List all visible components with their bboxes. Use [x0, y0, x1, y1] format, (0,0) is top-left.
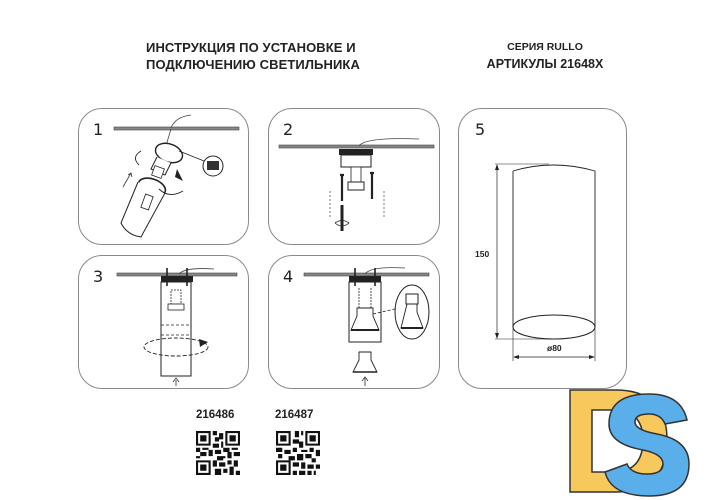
step-number: 2 — [283, 120, 294, 139]
qr-code-icon — [276, 431, 320, 475]
step-number: 5 — [475, 120, 486, 139]
dimensions-drawing — [495, 163, 596, 361]
step-3-illustration — [116, 268, 238, 386]
step-1-panel: 1 — [78, 108, 249, 245]
article-numbers: АРТИКУЛЫ 21648X — [486, 57, 604, 71]
step-1-illustration — [113, 114, 240, 238]
title-line-2: ПОДКЛЮЧЕНИЮ СВЕТИЛЬНИКА — [146, 57, 360, 72]
height-dimension: 150 — [475, 249, 490, 259]
ds-logo — [569, 389, 690, 497]
title-line-1: ИНСТРУКЦИЯ ПО УСТАНОВКЕ И — [146, 40, 356, 55]
diameter-dimension: ø80 — [547, 343, 562, 353]
step-5-panel: 5 150 ø80 — [458, 108, 627, 389]
step-4-illustration — [303, 267, 430, 386]
step-2-panel: 2 — [268, 108, 440, 245]
series-info: СЕРИЯ RULLO АРТИКУЛЫ 21648X — [470, 39, 620, 73]
step-number: 3 — [93, 267, 104, 286]
series-name: СЕРИЯ RULLO — [507, 41, 583, 53]
step-3-panel: 3 — [78, 255, 249, 389]
instruction-title: ИНСТРУКЦИЯ ПО УСТАНОВКЕ И ПОДКЛЮЧЕНИЮ СВ… — [146, 39, 360, 73]
article-code-2: 216487 — [275, 409, 314, 421]
article-code-1: 216486 — [196, 409, 235, 421]
step-2-illustration — [278, 138, 435, 231]
step-number: 1 — [93, 120, 104, 139]
qr-code-icon — [196, 431, 240, 475]
step-4-panel: 4 — [268, 255, 440, 389]
step-number: 4 — [283, 267, 294, 286]
